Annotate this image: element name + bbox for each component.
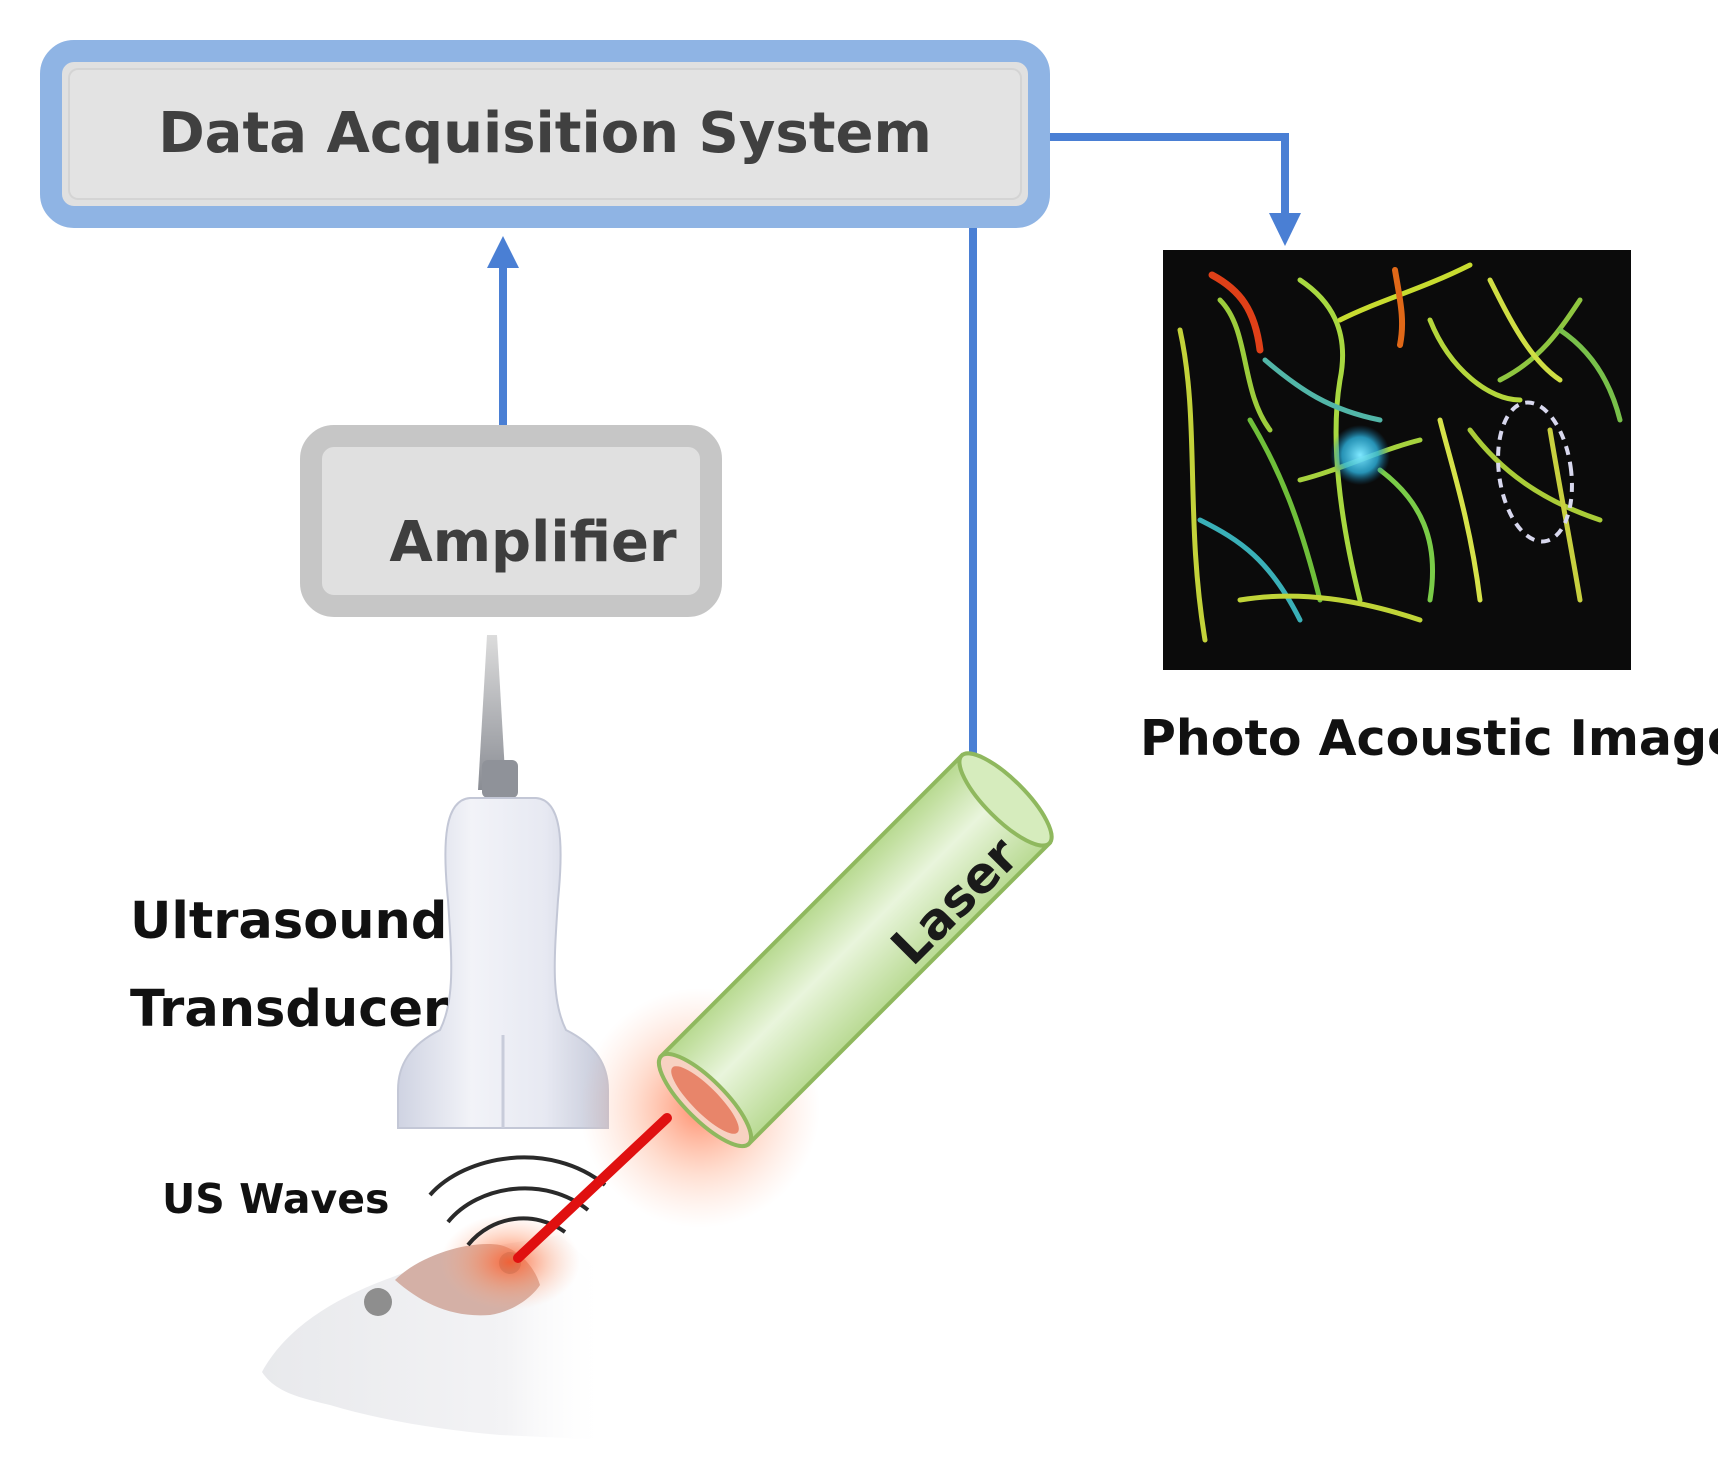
amplifier-label: Amplifier	[389, 510, 677, 575]
photoacoustic-image	[1163, 250, 1631, 670]
us-waves-label: US Waves	[162, 1175, 390, 1223]
data-acquisition-system-inner	[68, 68, 1022, 200]
laser-device	[513, 751, 1054, 1263]
ultrasound-transducer-label-line2: Transducer	[130, 980, 449, 1039]
data-acquisition-system-box	[40, 40, 1050, 228]
amplifier-box: Amplifier	[300, 425, 722, 617]
photoacoustic-image-label: Photo Acoustic Image	[1140, 710, 1718, 767]
arrow-amplifier-to-daq	[487, 236, 519, 425]
mouse-head	[262, 1214, 610, 1440]
data-acquisition-system-label: Data Acquisition System	[158, 101, 932, 166]
ultrasound-transducer-label-line1: Ultrasound	[130, 892, 448, 951]
arrow-daq-to-image	[1050, 133, 1301, 246]
ultrasound-transducer	[397, 635, 609, 1129]
arrow-daq-to-laser	[957, 228, 989, 795]
